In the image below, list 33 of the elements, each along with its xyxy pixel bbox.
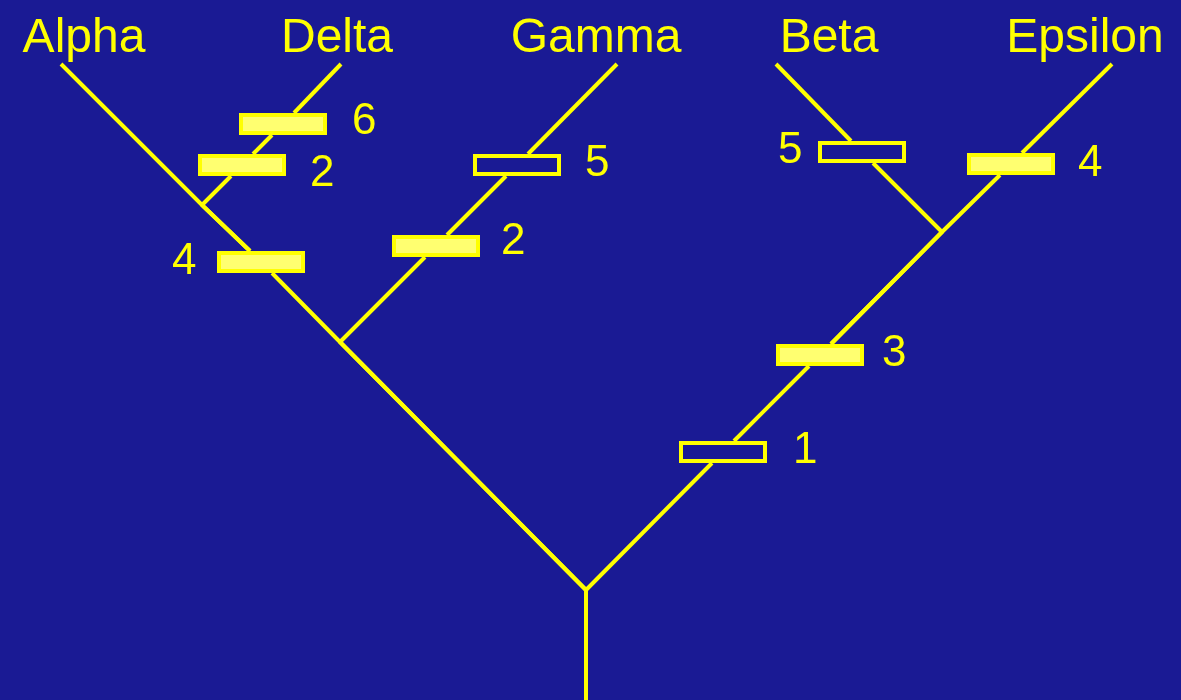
taxon-name: Gamma xyxy=(510,10,682,62)
tree-branch xyxy=(200,174,252,253)
solid-bar-mark xyxy=(198,154,286,176)
tree-branch xyxy=(526,62,619,156)
character-number: 4 xyxy=(1078,138,1103,184)
tree-branch xyxy=(251,133,274,156)
solid-bar-mark xyxy=(217,251,305,273)
taxon-name: Epsilon xyxy=(1006,10,1164,62)
solid-bar-mark xyxy=(392,235,480,257)
tree-branch xyxy=(732,364,811,443)
tree-branch xyxy=(292,62,343,115)
solid-bar-mark xyxy=(967,153,1055,175)
character-number: 5 xyxy=(778,125,803,171)
tree-branch xyxy=(1020,62,1114,155)
tree-branch xyxy=(584,461,714,700)
solid-bar-mark xyxy=(776,344,864,366)
hollow-bar-mark xyxy=(679,441,767,463)
character-number: 5 xyxy=(585,138,610,184)
tree-branch xyxy=(829,173,1002,346)
solid-bar-mark xyxy=(239,113,327,135)
hollow-bar-mark xyxy=(473,154,561,176)
character-number: 2 xyxy=(310,148,335,194)
hollow-bar-mark xyxy=(818,141,906,163)
tree-branch xyxy=(774,62,853,143)
taxon-name: Alpha xyxy=(22,10,146,62)
character-number: 1 xyxy=(793,425,818,471)
taxon-name: Delta xyxy=(280,10,394,62)
character-number: 3 xyxy=(882,328,907,374)
tree-branch xyxy=(445,174,508,237)
taxon-name: Beta xyxy=(779,10,879,62)
character-number: 6 xyxy=(352,96,377,142)
character-number: 4 xyxy=(172,236,197,282)
character-number: 2 xyxy=(501,216,526,262)
